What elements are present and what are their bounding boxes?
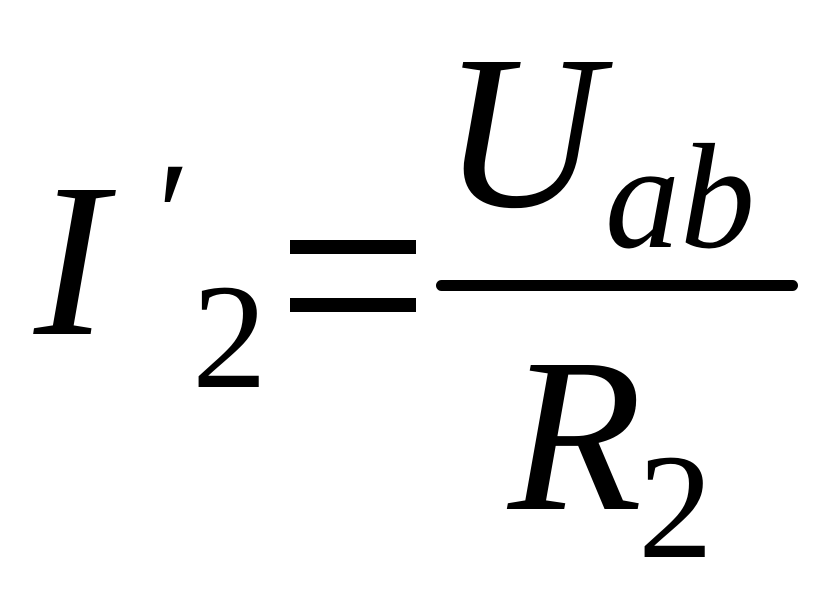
voltage-symbol: U	[442, 10, 601, 254]
equals-sign	[290, 240, 416, 312]
equals-bar-bottom	[290, 298, 416, 312]
prime-mark: ′	[148, 132, 181, 298]
current-subscript: 2	[192, 254, 267, 420]
equals-bar-top	[290, 240, 416, 254]
resistance-symbol: R	[508, 313, 643, 557]
current-symbol: I	[34, 138, 108, 382]
fraction-bar	[436, 280, 798, 291]
resistance-subscript: 2	[638, 424, 713, 590]
voltage-subscript: ab	[605, 114, 755, 280]
